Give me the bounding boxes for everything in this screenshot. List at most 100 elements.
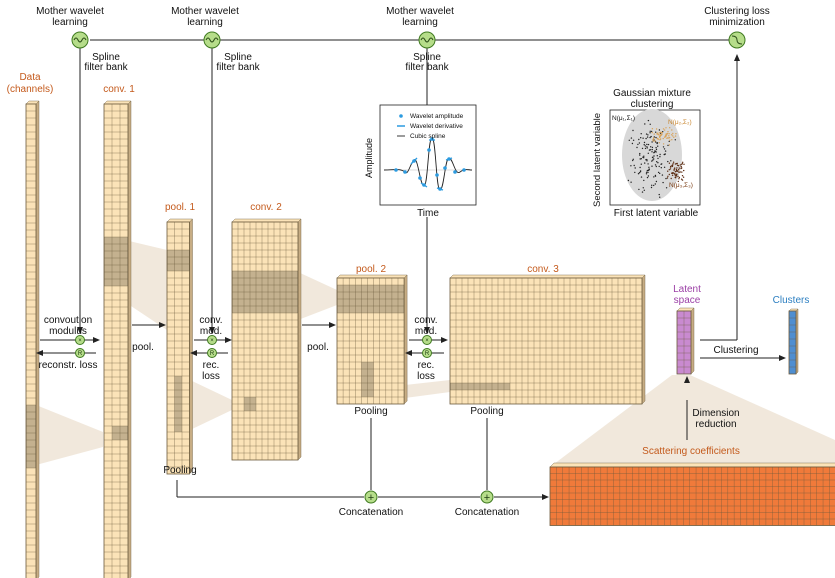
sigmoid-icon [731,35,743,45]
gmm-point [638,138,640,141]
svg-text:+: + [368,492,374,504]
gmm-point [679,164,682,166]
gmm-point [646,146,648,148]
gmm-point [645,173,648,175]
svg-text:×: × [78,338,82,344]
gmm-point [643,157,645,159]
gmm-point [653,140,655,142]
gmm-point [657,133,660,136]
filter-bank-1: filter bank [84,62,128,73]
gmm-point [655,136,657,139]
gmm-point [639,171,642,173]
gmm-point [651,148,653,151]
shade-conv2-pool2 [298,272,337,320]
grids [25,100,835,578]
scattering-grid [549,462,835,526]
svg-text:×: × [425,338,429,344]
gmm-point [660,163,662,165]
gmm-point [655,151,657,153]
gmm-point [674,135,677,137]
gmm-point [674,139,676,141]
gmm-point [651,151,653,153]
gmm-point [653,176,655,178]
wavelet-node-1 [71,31,89,49]
gmm-point [647,169,650,171]
gmm-point [649,149,652,151]
gmm-point [647,163,649,165]
gmm-point [663,129,666,131]
gmm-n3: N(μ₃,Σ₃) [669,182,693,189]
filter-bank-2: filter bank [216,62,260,73]
gmm-point [681,163,683,166]
gmm-point [659,138,662,140]
gmm-point [678,167,680,169]
mother-wavelet-1: Mother wavelet [36,6,104,17]
pool-label-1: pool. [132,342,154,353]
rec-label-2: rec. [203,360,220,371]
gmm-point [651,141,653,143]
gmm-point [658,193,660,196]
conv1-grid [103,100,132,578]
svg-text:R: R [78,351,83,357]
gmm-point [672,163,674,165]
wavelet-node-2 [203,31,221,49]
gmm-point [638,172,641,174]
gmm-point [649,130,651,132]
concatenation-label-1: Concatenation [339,507,404,518]
gmm-point [650,135,652,138]
shade-data-conv1 [36,405,103,465]
gmm-point [651,184,653,186]
gmm-point [674,173,676,175]
gmm-point [666,177,669,179]
gmm-point [643,144,645,146]
learning-3: learning [402,17,438,28]
reconstruction-icon [422,348,432,358]
gmm-title-2: clustering [631,99,674,110]
gmm-point [630,137,633,139]
gmm-point [654,183,656,185]
reconstruction-icon [207,348,217,358]
gmm-point [638,142,641,144]
gmm-scatter-points [627,119,685,198]
wavelet-icon [205,37,219,43]
gmm-point [666,137,668,139]
gmm-point [656,133,658,135]
gmm-point [647,134,649,136]
gmm-point [678,171,680,174]
gmm-point [649,132,651,134]
gmm-point [675,174,677,176]
concatenation-label-2: Concatenation [455,507,520,518]
gmm-point [661,174,664,176]
gmm-y-label: Second latent variable [592,113,603,207]
clusters-grid [788,308,799,375]
conv3-label: conv. 3 [527,264,559,275]
gmm-point [678,176,681,179]
filter-bank-3: filter bank [405,62,449,73]
gmm-point [669,127,671,129]
gmm-point [655,128,658,130]
gmm-point [630,165,632,167]
gmm-point [637,143,639,146]
gmm-point [682,176,685,178]
pool-label-2: pool. [307,342,329,353]
gmm-point [646,158,648,161]
gmm-point [653,184,655,187]
data-grid [25,100,40,578]
wavelet-icon [73,37,87,43]
gmm-point [674,163,677,165]
legend-derivative: Wavelet derivative [410,123,463,130]
gmm-point [651,146,654,149]
gmm-point [650,130,653,133]
gmm-point [630,181,632,183]
gmm-point [644,145,646,147]
wavelet-node-3 [418,31,436,49]
gmm-point [682,161,684,163]
gmm-point [659,172,661,175]
data-label: Data [19,72,41,83]
inset-frame [379,104,477,206]
gmm-point [643,141,646,144]
gmm-point [659,156,661,158]
gmm-point [650,186,653,189]
gmm-point [628,139,630,141]
gmm-point [678,178,680,180]
